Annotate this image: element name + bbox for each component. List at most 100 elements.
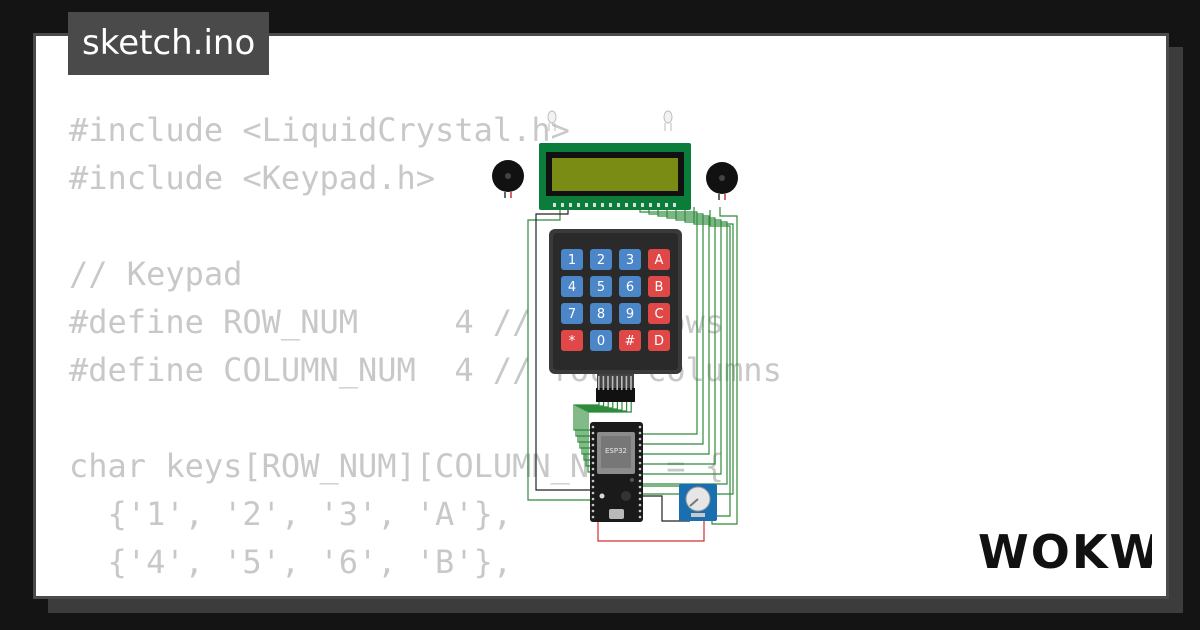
esp32-pin bbox=[591, 515, 595, 519]
wokwi-logo: WOKWi bbox=[978, 526, 1152, 578]
esp32-pin bbox=[638, 485, 642, 489]
keypad-pin bbox=[602, 376, 605, 390]
wire bbox=[643, 207, 710, 455]
wire bbox=[535, 207, 590, 491]
esp32-pin bbox=[591, 425, 595, 429]
esp32-pin bbox=[591, 431, 595, 435]
keypad-key-label: 8 bbox=[597, 307, 605, 322]
esp32-pin bbox=[638, 449, 642, 453]
wire bbox=[643, 207, 704, 445]
keypad-key: D bbox=[648, 330, 670, 351]
keypad-key-label: A bbox=[655, 253, 664, 268]
esp32-pin bbox=[591, 455, 595, 459]
esp32-pin bbox=[638, 479, 642, 483]
esp32-pin bbox=[638, 437, 642, 441]
keypad-key-label: D bbox=[654, 334, 664, 349]
buzzer-right bbox=[706, 162, 738, 200]
keypad-key-label: 1 bbox=[568, 253, 576, 268]
wire bbox=[527, 207, 590, 501]
keypad-key: 8 bbox=[590, 303, 612, 324]
lcd-pin bbox=[641, 203, 644, 207]
wire bbox=[579, 402, 614, 449]
esp32-pin bbox=[638, 455, 642, 459]
esp32-pin bbox=[638, 431, 642, 435]
lcd-pin bbox=[593, 203, 596, 207]
lcd-pin bbox=[561, 203, 564, 207]
keypad-key: 7 bbox=[561, 303, 583, 324]
keypad-key: 4 bbox=[561, 276, 583, 297]
keypad-key-label: 4 bbox=[568, 280, 576, 295]
keypad-key: 0 bbox=[590, 330, 612, 351]
esp32-pin bbox=[591, 485, 595, 489]
filename-tab[interactable]: sketch.ino bbox=[68, 12, 270, 75]
keypad-key: B bbox=[648, 276, 670, 297]
keypad-pin bbox=[611, 376, 614, 390]
lcd-pin bbox=[625, 203, 628, 207]
esp32-pin bbox=[591, 473, 595, 477]
lcd-pin bbox=[609, 203, 612, 207]
keypad-key: A bbox=[648, 249, 670, 270]
keypad-key: 9 bbox=[619, 303, 641, 324]
buzzer-left bbox=[492, 160, 524, 198]
esp32-pin bbox=[591, 437, 595, 441]
keypad-key: 5 bbox=[590, 276, 612, 297]
lcd-pin bbox=[665, 203, 668, 207]
wire bbox=[597, 521, 705, 542]
keypad-key: C bbox=[648, 303, 670, 324]
keypad-key-label: 0 bbox=[597, 334, 605, 349]
code-line: {'7', '8', '9', 'C'}, bbox=[69, 586, 782, 596]
wire bbox=[643, 495, 690, 522]
keypad-key-label: 6 bbox=[626, 280, 634, 295]
esp32-pin bbox=[638, 443, 642, 447]
keypad-key-label: * bbox=[569, 334, 576, 349]
keypad-pin bbox=[616, 376, 618, 390]
wire bbox=[711, 207, 738, 525]
code-line: char keys[ROW_NUM][COLUMN_NUM] = { bbox=[69, 447, 725, 485]
esp32-pin bbox=[591, 461, 595, 465]
esp32-pin bbox=[638, 425, 642, 429]
esp32-board: ESP32 bbox=[590, 422, 643, 522]
keypad-pin bbox=[598, 376, 600, 390]
lcd-pin bbox=[673, 203, 676, 207]
esp32-pin bbox=[638, 497, 642, 501]
keypad-key-label: 5 bbox=[597, 280, 605, 295]
esp32-pin bbox=[591, 467, 595, 471]
lcd-pin bbox=[569, 203, 572, 207]
wire bbox=[587, 402, 632, 473]
esp32-pin bbox=[591, 497, 595, 501]
wire bbox=[575, 402, 605, 437]
esp32-pin bbox=[591, 509, 595, 513]
esp32-pin bbox=[638, 515, 642, 519]
wokwi-logo-text: WOKWi bbox=[978, 526, 1152, 578]
keypad-pin bbox=[621, 376, 623, 390]
code-line: #include <LiquidCrystal.h> bbox=[69, 111, 570, 149]
esp32-pin bbox=[638, 461, 642, 465]
lcd-pin bbox=[577, 203, 580, 207]
esp32-pin bbox=[638, 467, 642, 471]
esp32-pin bbox=[591, 449, 595, 453]
lcd-pin bbox=[617, 203, 620, 207]
lcd-pin bbox=[585, 203, 588, 207]
keypad-key-label: # bbox=[625, 334, 636, 349]
wire bbox=[639, 207, 698, 435]
keypad-pin bbox=[630, 376, 632, 390]
esp32-pin bbox=[591, 479, 595, 483]
code-line: {'4', '5', '6', 'B'}, bbox=[69, 543, 513, 581]
lcd-pin bbox=[633, 203, 636, 207]
esp32-chip-label: ESP32 bbox=[605, 447, 627, 455]
wire bbox=[709, 210, 731, 517]
keypad-key-label: 2 bbox=[597, 253, 605, 268]
keypad-pin bbox=[607, 376, 609, 390]
keypad-key: 2 bbox=[590, 249, 612, 270]
wire bbox=[643, 207, 722, 475]
esp32-pin bbox=[591, 491, 595, 495]
code-line: #include <Keypad.h> bbox=[69, 159, 436, 197]
keypad-key: * bbox=[561, 330, 583, 351]
potentiometer bbox=[679, 484, 717, 521]
wire bbox=[643, 207, 716, 465]
lcd-pin bbox=[601, 203, 604, 207]
keypad-key: 1 bbox=[561, 249, 583, 270]
keypad-key: # bbox=[619, 330, 641, 351]
